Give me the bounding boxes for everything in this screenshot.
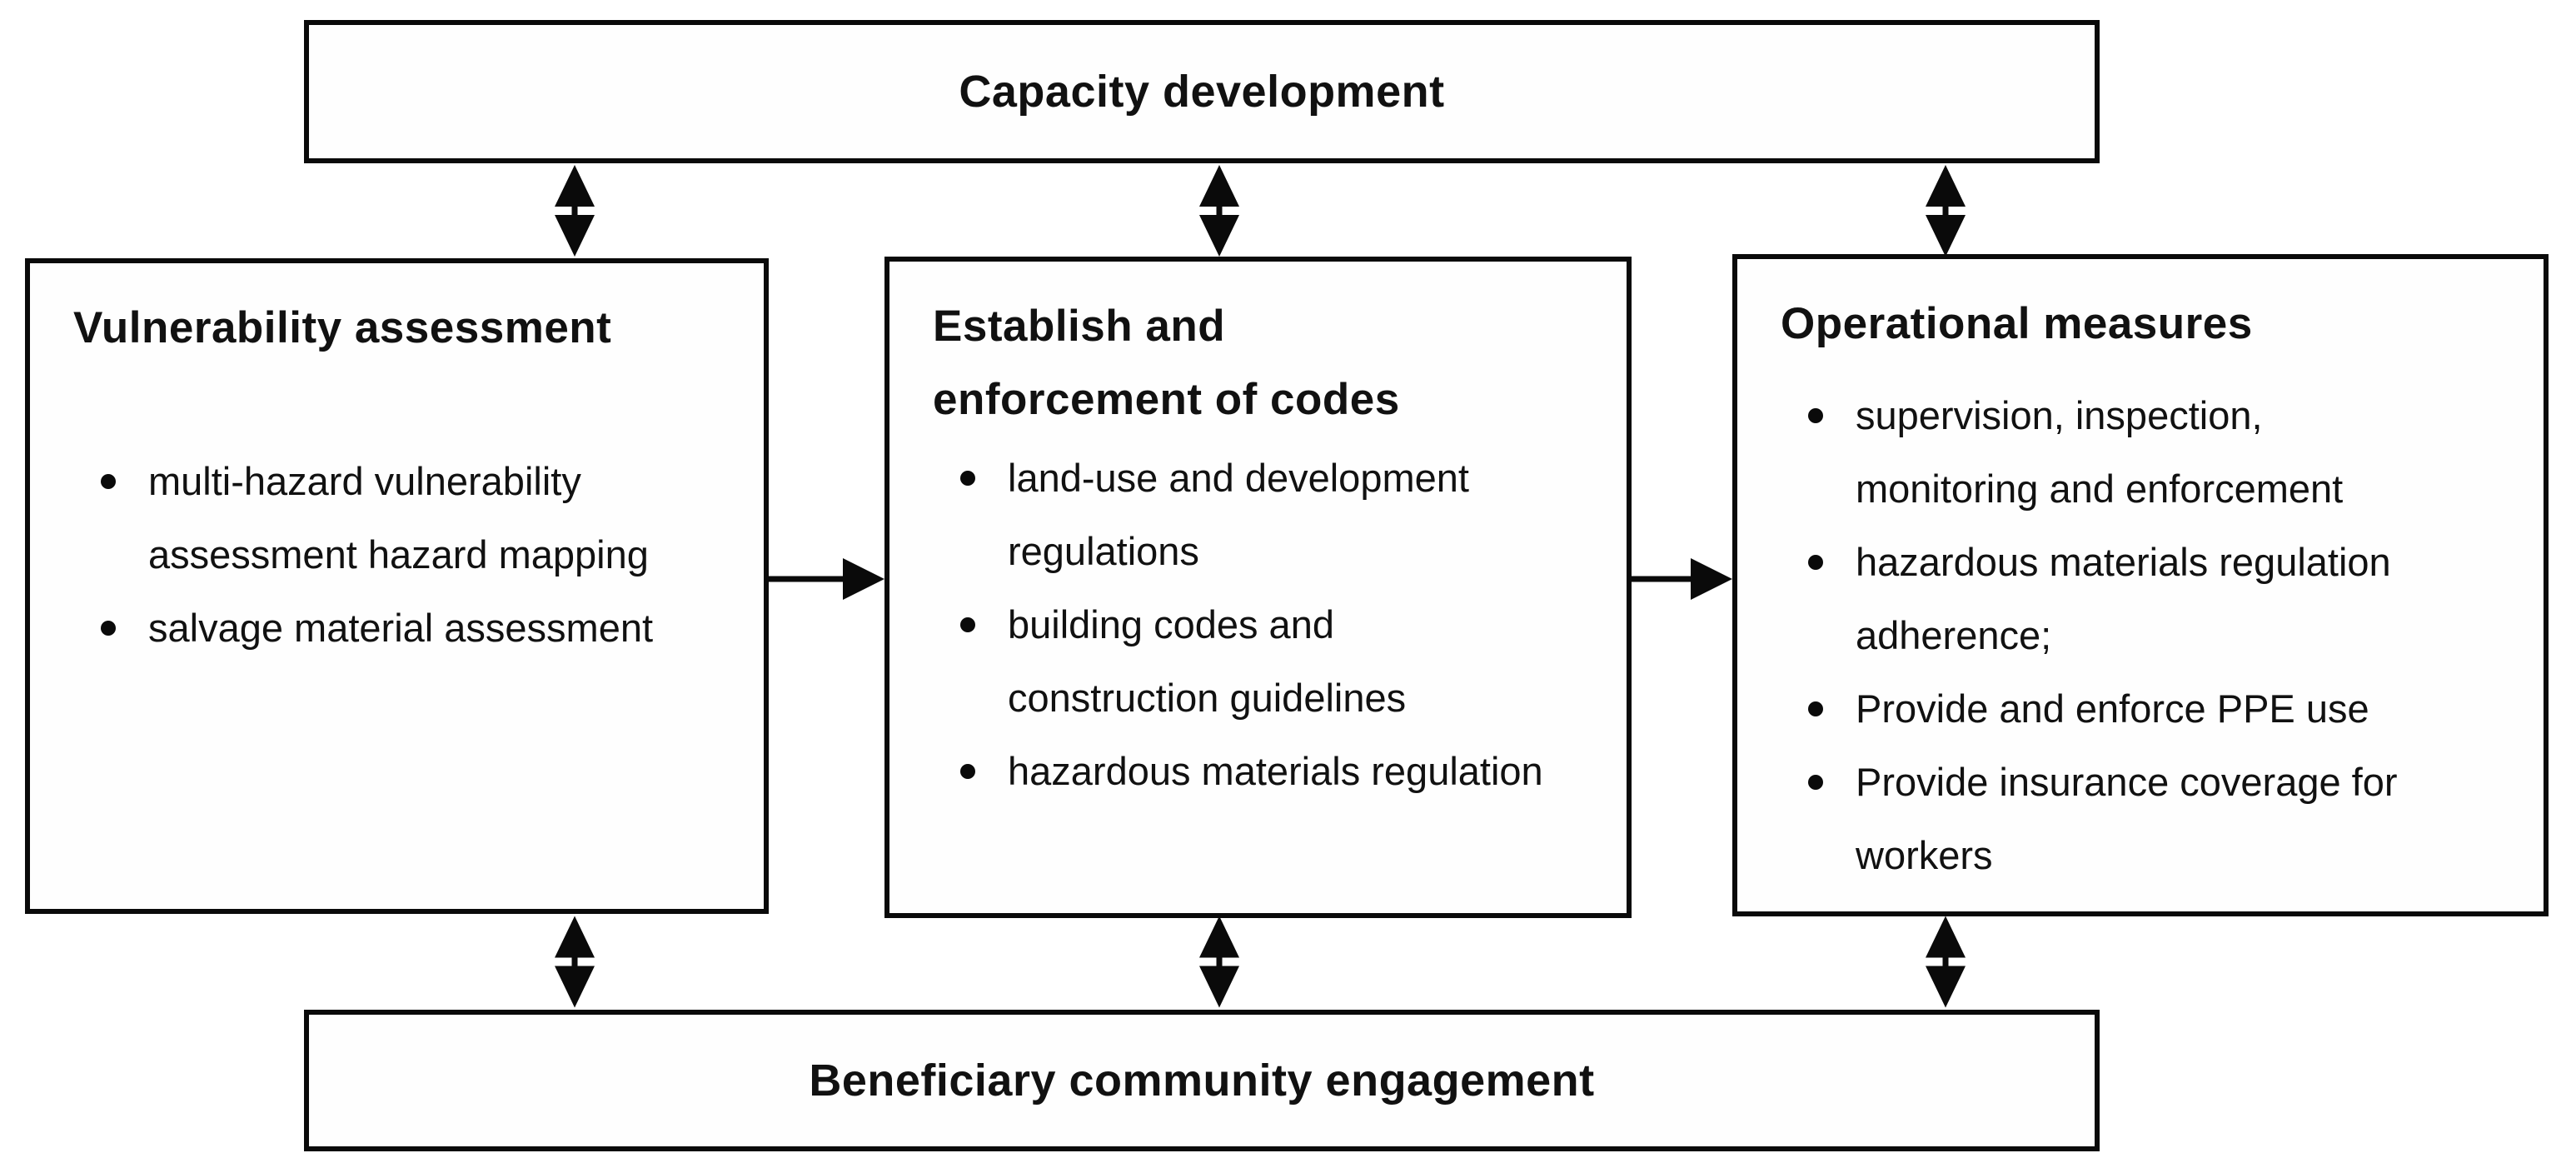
- bullet-item: Provide insurance coverage for workers: [1808, 746, 2512, 892]
- capacity-development-box: Capacity development: [304, 20, 2100, 163]
- bullet-item: hazardous materials regulation adherence…: [1808, 526, 2512, 672]
- right-arrow-icon: [1632, 556, 1732, 602]
- operational-measures-box: Operational measures supervision, inspec…: [1732, 254, 2549, 916]
- box-title: Capacity development: [959, 67, 1445, 117]
- bullet-item: supervision, inspection, monitoring and …: [1808, 379, 2512, 526]
- right-arrow-icon: [769, 556, 884, 602]
- box-title: Beneficiary community engagement: [809, 1056, 1595, 1106]
- box-title: Establish and enforcement of codes: [933, 302, 1400, 424]
- box-title: Vulnerability assessment: [73, 303, 612, 352]
- double-arrow-icon: [1923, 165, 1968, 257]
- bullet-item: Provide and enforce PPE use: [1808, 672, 2512, 746]
- double-arrow-icon: [1197, 165, 1242, 257]
- double-arrow-icon: [552, 165, 597, 257]
- box-title: Operational measures: [1781, 299, 2253, 348]
- bullet-item: salvage material assessment: [101, 591, 732, 665]
- double-arrow-icon: [552, 916, 597, 1008]
- bullet-list: multi-hazard vulnerability assessment ha…: [73, 445, 732, 665]
- double-arrow-icon: [1197, 916, 1242, 1008]
- bullet-item: building codes and construction guidelin…: [960, 588, 1595, 735]
- bullet-item: multi-hazard vulnerability assessment ha…: [101, 445, 732, 591]
- bullet-item: hazardous materials regulation: [960, 735, 1595, 808]
- double-arrow-icon: [1923, 916, 1968, 1008]
- vulnerability-assessment-box: Vulnerability assessment multi-hazard vu…: [25, 258, 769, 914]
- bullet-item: land-use and development regulations: [960, 442, 1595, 588]
- beneficiary-community-engagement-box: Beneficiary community engagement: [304, 1010, 2100, 1151]
- bullet-list: supervision, inspection, monitoring and …: [1781, 379, 2512, 892]
- establish-enforcement-codes-box: Establish and enforcement of codes land-…: [884, 257, 1632, 918]
